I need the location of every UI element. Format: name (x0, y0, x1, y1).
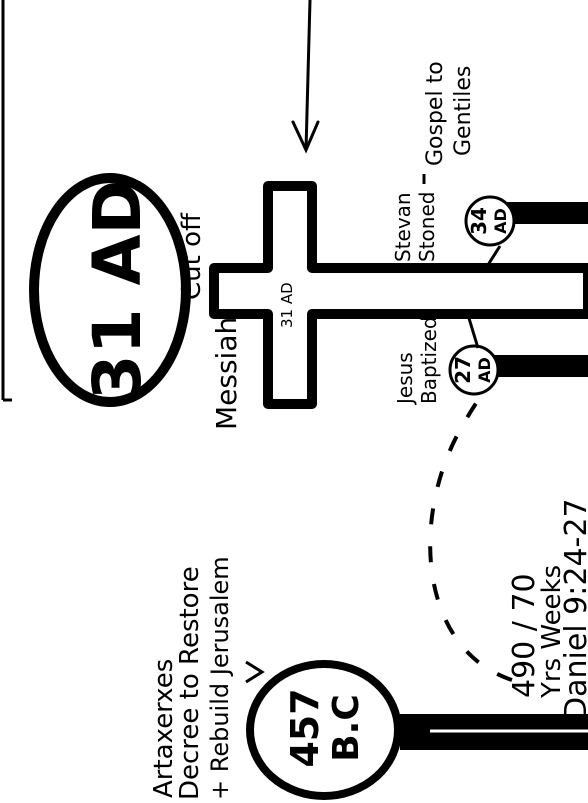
connector-27 (466, 314, 480, 349)
badge-31-text: 31 AD (79, 180, 156, 401)
badge-31-ad: 31 AD (29, 173, 191, 407)
cross-text: 31 AD (278, 282, 296, 328)
badge-27-line2: AD (475, 357, 494, 383)
weeks-label-line2: Yrs Weeks (537, 565, 567, 699)
jesus-label-line2: Baptized (417, 316, 441, 404)
messiah-label-line2: Cut off (177, 212, 207, 300)
badge-34-line1: 34 (467, 207, 491, 235)
gospel-label-line1: Gospel to (423, 61, 448, 166)
artaxerxes-label-line2: Decree to Restore (175, 566, 205, 800)
badge-27-line1: 27 (451, 356, 475, 384)
badge-457-bc: 457 B.C (246, 660, 402, 800)
artaxerxes-label-line1: Artaxerxes (149, 659, 179, 798)
badge-457-line2: B.C (326, 694, 367, 762)
weeks-label-line3: Daniel 9:24-27 (559, 498, 588, 720)
small-arrow-icon (245, 660, 265, 684)
gospel-label-line2: Gentiles (451, 66, 476, 156)
arrow-head-icon (291, 120, 320, 154)
badge-457-line1: 457 (283, 688, 327, 767)
weeks-label-line1: 490 / 70 (507, 573, 542, 698)
arrow-shaft (304, 0, 312, 151)
timeline-bar-mid (480, 355, 588, 377)
badge-34-line2: AD (491, 208, 510, 234)
connector-34 (484, 245, 502, 269)
badge-27-ad: 27 AD (448, 344, 500, 396)
jesus-label-line1: Jesus (393, 352, 417, 406)
stephen-label-line1: Stevan (391, 192, 415, 262)
cross (209, 181, 588, 409)
messiah-label-line1: Messiah (210, 317, 243, 430)
dashed-arc (428, 390, 513, 682)
badge-34-ad: 34 AD (464, 195, 516, 247)
artaxerxes-label-line3: + Rebuild Jerusalem (206, 556, 234, 800)
stephen-label-line2: Stoned (415, 192, 439, 262)
